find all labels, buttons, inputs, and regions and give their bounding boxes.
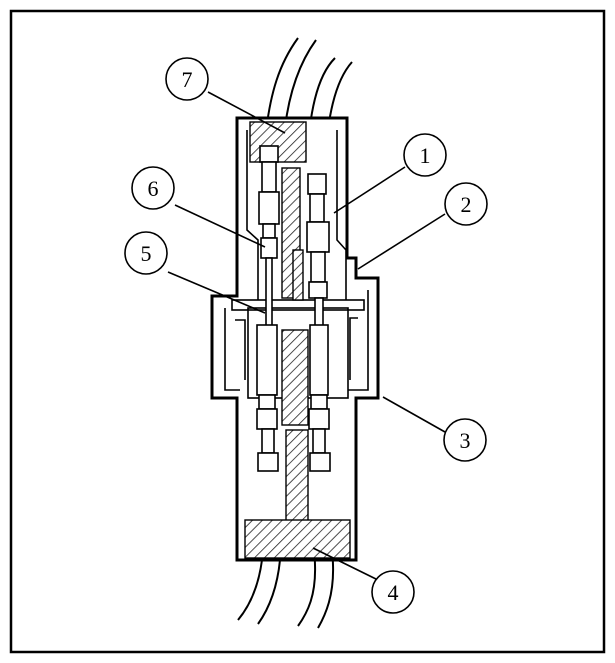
callout-5: 5 bbox=[124, 231, 168, 275]
callout-label-4: 4 bbox=[388, 580, 399, 605]
callout-3: 3 bbox=[443, 418, 487, 462]
callout-4: 4 bbox=[371, 570, 415, 614]
callout-label-7: 7 bbox=[182, 67, 193, 92]
housing-inner-walls bbox=[224, 130, 369, 399]
callout-2: 2 bbox=[444, 182, 488, 226]
callout-label-1: 1 bbox=[420, 143, 431, 168]
left-contact-assembly bbox=[256, 145, 280, 472]
callout-label-2: 2 bbox=[461, 192, 472, 217]
leader-lines bbox=[167, 91, 446, 581]
callout-7: 7 bbox=[165, 57, 209, 101]
callout-label-6: 6 bbox=[148, 176, 159, 201]
right-contact-assembly bbox=[306, 173, 331, 472]
callout-label-3: 3 bbox=[460, 428, 471, 453]
callout-1: 1 bbox=[403, 133, 447, 177]
callout-6: 6 bbox=[131, 166, 175, 210]
figure-frame bbox=[9, 9, 606, 654]
callout-label-5: 5 bbox=[141, 241, 152, 266]
